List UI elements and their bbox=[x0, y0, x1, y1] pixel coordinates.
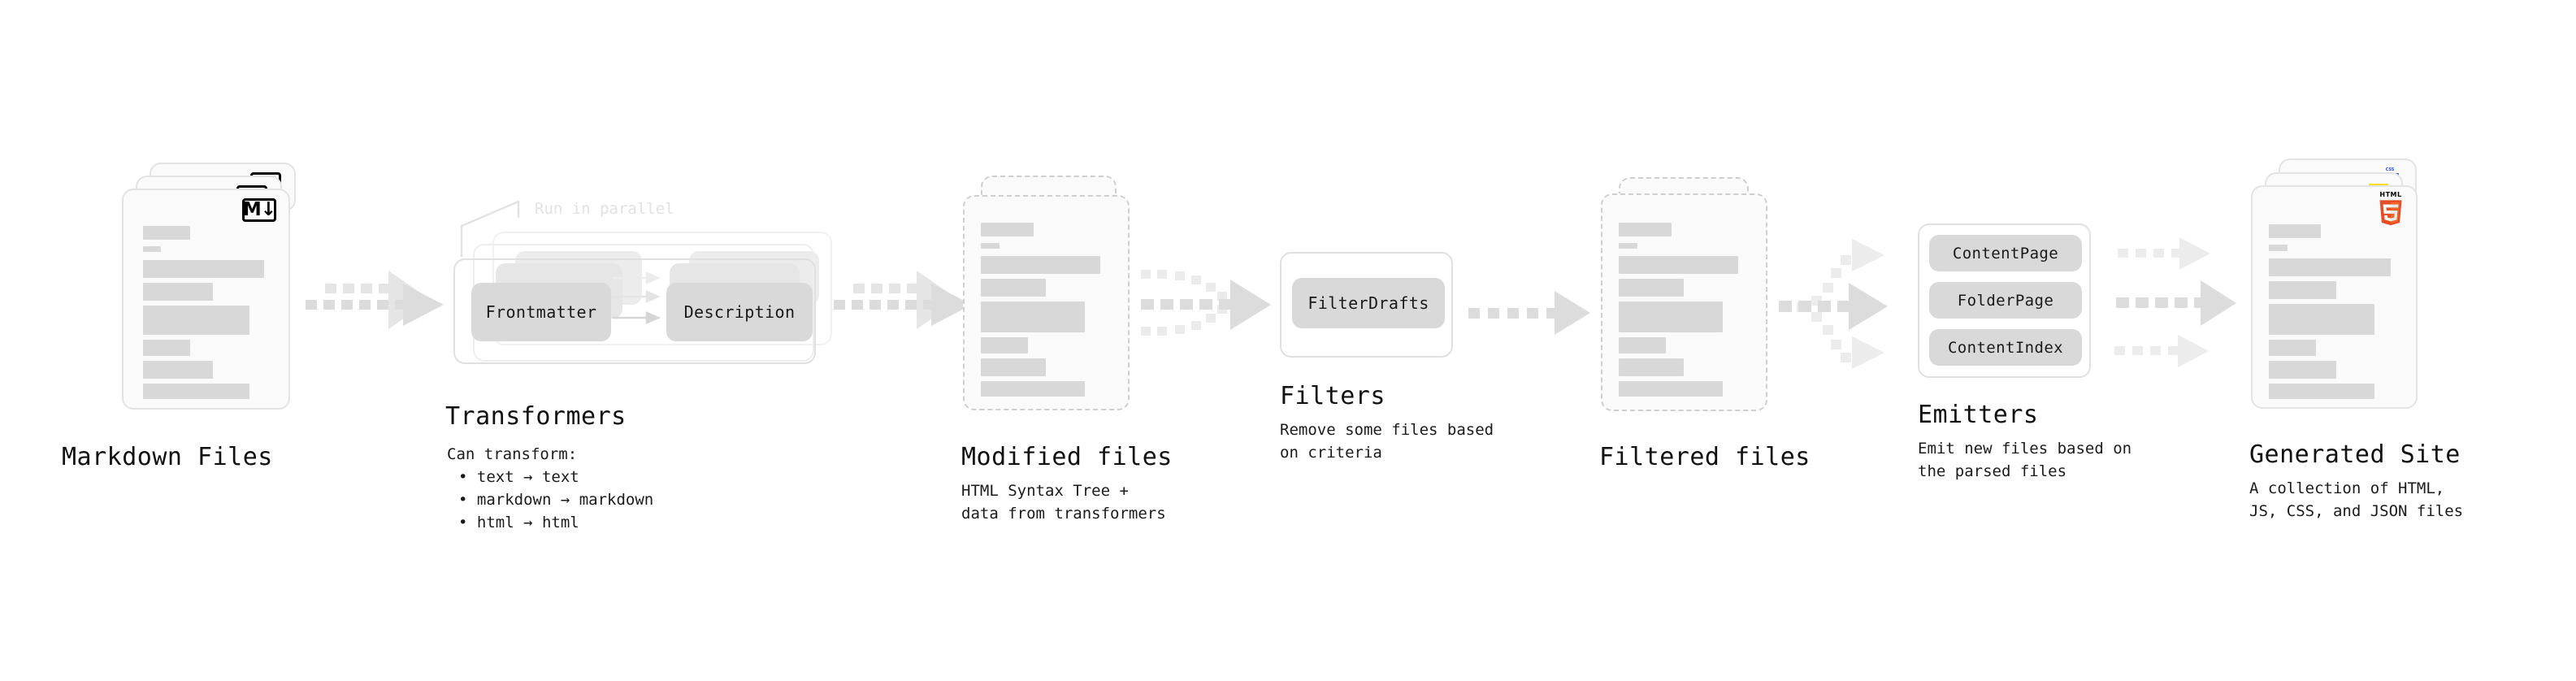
markdown-icon: M↓ bbox=[242, 198, 276, 222]
html5-icon-label: HTML bbox=[2379, 191, 2402, 198]
content-bar bbox=[1619, 279, 1684, 297]
stage-title-filters: Filters bbox=[1280, 382, 1386, 410]
emitter-pill-folderpage[interactable]: FolderPage bbox=[1929, 282, 2082, 319]
content-bar bbox=[143, 283, 213, 301]
modified-card-front bbox=[963, 195, 1130, 410]
stage-subtitle-modified: HTML Syntax Tree + data from transformer… bbox=[961, 482, 1166, 523]
content-bar bbox=[981, 256, 1100, 274]
markdown-card-content: M↓ bbox=[124, 190, 288, 408]
transformers-bullet-2: • html → html bbox=[458, 514, 579, 531]
content-bar bbox=[2269, 245, 2288, 251]
stage-title-markdown: Markdown Files bbox=[62, 443, 273, 471]
run-in-parallel-label: Run in parallel bbox=[535, 200, 674, 218]
content-bar bbox=[981, 223, 1034, 236]
content-bar bbox=[2269, 224, 2321, 238]
connector-filtered-to-emitters bbox=[1779, 239, 1888, 369]
content-bar bbox=[143, 246, 161, 252]
content-bar bbox=[2269, 304, 2374, 335]
stage-title-transformers: Transformers bbox=[445, 402, 627, 431]
connector-filters-to-filtered bbox=[1468, 291, 1590, 335]
modified-card-stack bbox=[963, 163, 1150, 410]
content-bar bbox=[1619, 256, 1738, 274]
css-icon-label: CSS bbox=[2385, 167, 2395, 172]
connector-markdown-to-transformers bbox=[306, 271, 444, 329]
filtered-card-content bbox=[1602, 195, 1766, 410]
run-in-parallel-bracket bbox=[460, 200, 520, 257]
filtered-card-front bbox=[1601, 193, 1767, 411]
emitters-group-box: ContentPage FolderPage ContentIndex bbox=[1918, 223, 2091, 378]
content-bar bbox=[143, 361, 213, 379]
stage-title-filtered: Filtered files bbox=[1599, 443, 1811, 471]
stage-modified-files: Modified files HTML Syntax Tree + data f… bbox=[961, 163, 1174, 523]
transformer-pill-frontmatter[interactable]: Frontmatter bbox=[471, 283, 611, 341]
filter-pill-filterdrafts[interactable]: FilterDrafts bbox=[1292, 278, 1445, 328]
connector-transformers-to-modified bbox=[834, 271, 972, 329]
generated-card-front-html: HTML bbox=[2251, 185, 2418, 409]
content-bar bbox=[1619, 358, 1684, 376]
stage-transformers: Run in parallel Frontmatter Description … bbox=[445, 187, 870, 531]
html5-icon: HTML bbox=[2377, 192, 2405, 226]
content-bar bbox=[143, 226, 190, 240]
content-bar bbox=[2269, 361, 2336, 379]
stage-title-generated: Generated Site bbox=[2249, 440, 2461, 469]
stage-title-modified: Modified files bbox=[961, 443, 1173, 471]
transformers-caption: Can transform: bbox=[447, 445, 578, 463]
content-bar bbox=[143, 340, 190, 356]
content-bar bbox=[1619, 381, 1723, 397]
content-bar bbox=[1619, 223, 1672, 236]
markdown-card-stack: M↓ M↓ M↓ bbox=[122, 163, 309, 410]
connector-emitters-to-generated bbox=[2114, 237, 2236, 367]
emitter-pill-contentindex[interactable]: ContentIndex bbox=[1929, 329, 2082, 366]
transformers-bullet-1: • markdown → markdown bbox=[458, 491, 654, 509]
content-bar bbox=[1619, 301, 1723, 332]
content-bar bbox=[143, 306, 249, 335]
transformer-pill-description[interactable]: Description bbox=[666, 283, 813, 341]
markdown-card-front: M↓ bbox=[122, 189, 290, 410]
content-bar bbox=[2269, 384, 2374, 399]
modified-card-content bbox=[965, 197, 1128, 409]
filters-group-box: FilterDrafts bbox=[1280, 252, 1453, 358]
generated-card-stack: CSS HTML bbox=[2251, 158, 2454, 419]
transformer-inner-arrows bbox=[613, 271, 661, 324]
content-bar bbox=[981, 358, 1046, 376]
connector-modified-to-filters bbox=[1141, 270, 1271, 336]
content-bar bbox=[2269, 340, 2316, 356]
stage-title-emitters: Emitters bbox=[1918, 401, 2039, 429]
stage-filtered-files: Filtered files bbox=[1599, 177, 1812, 502]
content-bar bbox=[1619, 243, 1637, 249]
stage-emitters: ContentPage FolderPage ContentIndex Emit… bbox=[1918, 223, 2178, 492]
stage-subtitle-emitters: Emit new files based on the parsed files bbox=[1918, 440, 2132, 480]
content-bar bbox=[981, 381, 1085, 397]
filtered-card-stack bbox=[1601, 177, 1788, 421]
content-bar bbox=[981, 337, 1028, 354]
stage-subtitle-generated: A collection of HTML, JS, CSS, and JSON … bbox=[2249, 479, 2464, 520]
stage-filters: FilterDrafts Filters Remove some files b… bbox=[1280, 252, 1524, 496]
transformers-bullet-0: • text → text bbox=[458, 468, 579, 486]
stage-generated-site: CSS HTML bbox=[2249, 158, 2495, 520]
generated-card-content: HTML bbox=[2253, 187, 2416, 407]
content-bar bbox=[981, 243, 1000, 249]
content-bar bbox=[143, 260, 264, 278]
content-bar bbox=[981, 279, 1046, 297]
transformers-group-box bbox=[453, 258, 816, 364]
content-bar bbox=[143, 384, 249, 399]
content-bar bbox=[2269, 281, 2336, 299]
stage-subtitle-filters: Remove some files based on criteria bbox=[1280, 421, 1494, 462]
content-bar bbox=[1619, 337, 1666, 354]
content-bar bbox=[981, 301, 1085, 332]
stage-markdown-files: M↓ M↓ M↓ Markdown Files bbox=[62, 163, 333, 488]
content-bar bbox=[2269, 258, 2391, 276]
emitter-pill-contentpage[interactable]: ContentPage bbox=[1929, 235, 2082, 271]
